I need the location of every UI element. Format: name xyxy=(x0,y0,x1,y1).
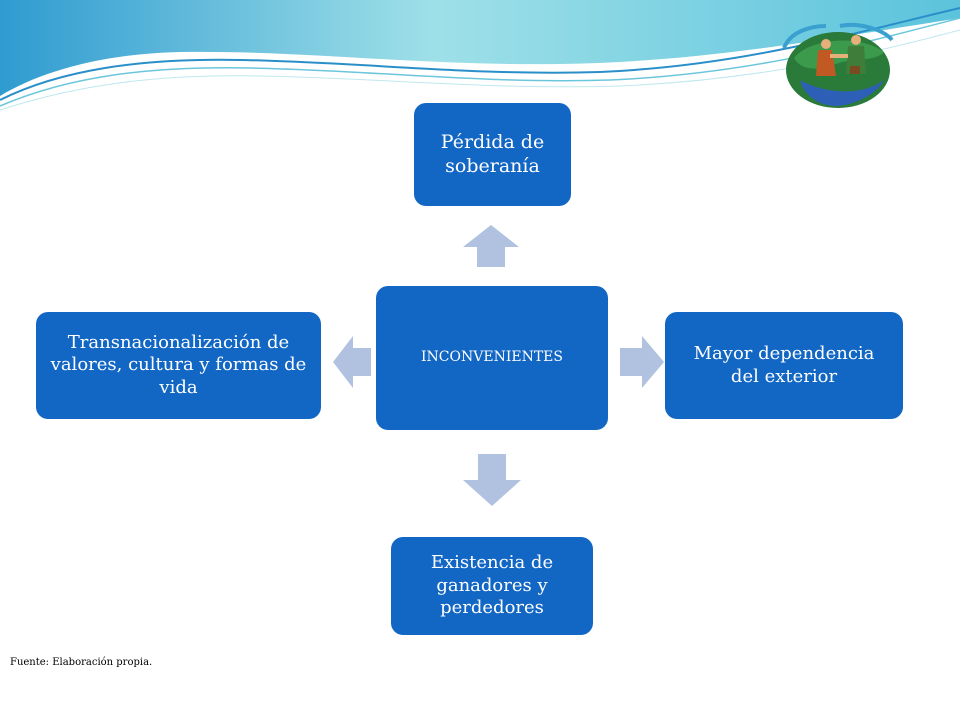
handshake-globe-icon xyxy=(782,23,894,108)
left-node-transnacionalizacion: Transnacionalización de valores, cultura… xyxy=(36,312,321,419)
right-node-mayor-dependencia: Mayor dependencia del exterior xyxy=(665,312,903,419)
arrow-down xyxy=(463,454,521,506)
arrow-right xyxy=(620,336,664,388)
source-note: Fuente: Elaboración propia. xyxy=(10,657,153,668)
top-node-perdida-soberania: Pérdida de soberanía xyxy=(414,103,571,206)
arrow-left xyxy=(333,336,371,388)
left-node-label: Transnacionalización de valores, cultura… xyxy=(50,331,307,398)
bottom-node-label: Existencia de ganadores y perdedores xyxy=(430,552,554,619)
top-node-label: Pérdida de soberanía xyxy=(440,130,545,177)
right-node-label: Mayor dependencia del exterior xyxy=(693,343,875,387)
arrow-up xyxy=(463,225,519,267)
center-node-label: INCONVENIENTES xyxy=(421,349,563,366)
center-node-inconvenientes: INCONVENIENTES xyxy=(376,286,608,430)
bottom-node-ganadores-perdedores: Existencia de ganadores y perdedores xyxy=(391,537,593,635)
